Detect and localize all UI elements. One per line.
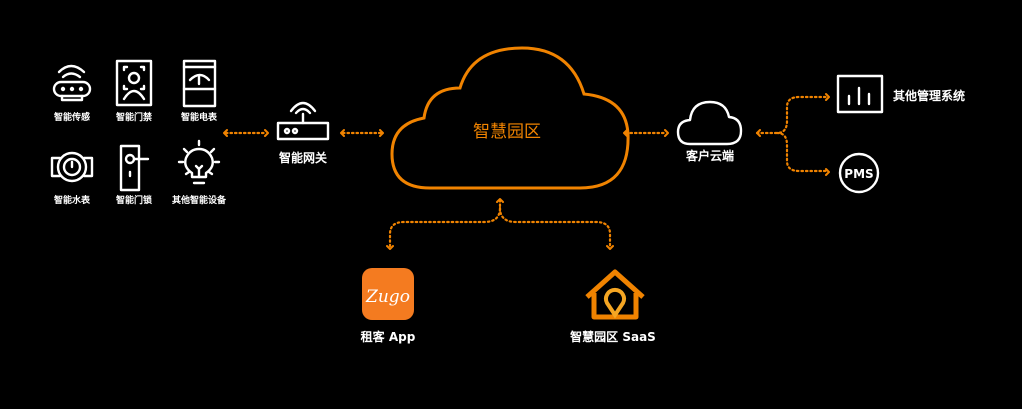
svg-text:Zugo: Zugo — [365, 287, 410, 307]
router-icon — [276, 101, 330, 141]
door-lock-icon — [119, 144, 150, 192]
connector-arrow — [386, 198, 614, 250]
house-location-icon[interactable] — [585, 269, 645, 320]
device-label: 智能电表 — [181, 111, 218, 123]
face-access-icon — [115, 59, 153, 107]
device-label: 其他智能设备 — [172, 194, 227, 206]
lightbulb-icon — [177, 139, 221, 185]
device-label: 智能门锁 — [116, 194, 152, 206]
device-label: 智能水表 — [54, 194, 91, 206]
connector-arrow — [755, 93, 830, 176]
connector-arrow — [223, 129, 269, 137]
cloud-icon — [676, 100, 743, 146]
app-label: 租客 App — [361, 329, 416, 344]
zugo-app-logo[interactable]: Zugo — [362, 268, 414, 320]
pms-icon: PMS — [838, 152, 880, 194]
bar-chart-icon — [836, 74, 884, 114]
svg-text:PMS: PMS — [844, 167, 873, 181]
device-label: 智能传感 — [54, 111, 90, 123]
customer-cloud-label: 客户云端 — [685, 148, 734, 163]
connector-arrow — [623, 129, 669, 137]
cloud-icon — [390, 46, 630, 190]
connector-arrow — [340, 129, 384, 137]
saas-label: 智慧园区 SaaS — [569, 329, 656, 344]
water-meter-icon — [50, 151, 94, 183]
electric-meter-icon — [182, 59, 217, 108]
gateway-label: 智能网关 — [278, 150, 327, 165]
device-label: 智能门禁 — [116, 111, 152, 123]
system-label: 其他管理系统 — [893, 88, 965, 103]
center-label: 智慧园区 — [473, 122, 541, 142]
sensor-icon — [52, 64, 92, 102]
